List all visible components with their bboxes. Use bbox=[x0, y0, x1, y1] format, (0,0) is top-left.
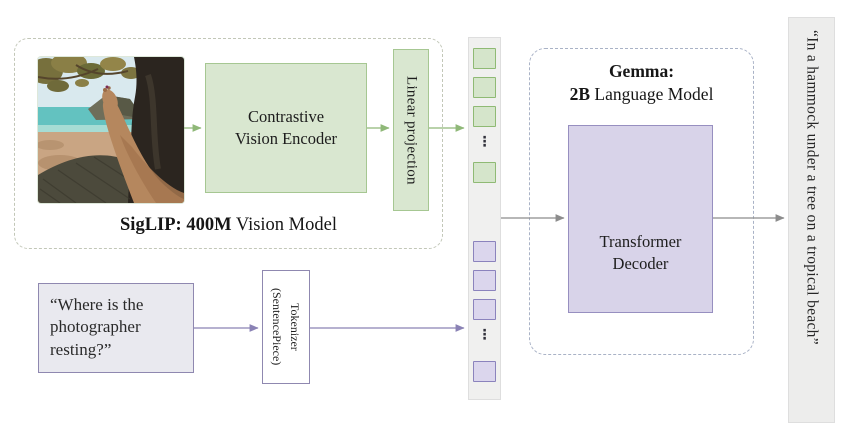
vision-module-container bbox=[14, 38, 443, 249]
output-caption-strip: “In a hammock under a tree on a tropical… bbox=[788, 17, 835, 423]
image-token bbox=[473, 77, 496, 98]
image-token bbox=[473, 48, 496, 69]
tokenizer-box: Tokenizer (SentencePiece) bbox=[262, 270, 310, 384]
language-module-container bbox=[529, 48, 754, 355]
input-question-box: “Where is the photographer resting?” bbox=[38, 283, 194, 373]
question-line1: “Where is the bbox=[50, 295, 144, 314]
beach-hammock-photo bbox=[38, 57, 184, 203]
encoder-label-line2: Vision Encoder bbox=[234, 129, 338, 148]
input-image-beach-hammock bbox=[38, 57, 184, 203]
tokenizer-label-line2: (SentencePiece) bbox=[270, 288, 284, 366]
text-token bbox=[473, 270, 496, 291]
decoder-label-line1: Transformer bbox=[599, 231, 682, 251]
question-line3: resting?” bbox=[50, 339, 112, 359]
image-tokens-ellipsis: ⋮ bbox=[477, 134, 492, 150]
siglip-caption-regular: Vision Model bbox=[231, 215, 337, 235]
encoder-label-line1: Contrastive bbox=[247, 107, 325, 127]
siglip-caption: SigLIP: 400M Vision Model bbox=[14, 215, 443, 236]
tokenizer-label-line1: Tokenizer bbox=[288, 303, 302, 351]
text-token bbox=[473, 299, 496, 320]
text-tokens-ellipsis: ⋮ bbox=[477, 327, 492, 343]
token-sequence-column: ⋮ ⋮ bbox=[468, 37, 501, 400]
image-token bbox=[473, 162, 496, 183]
gemma-title-line2-regular: Language Model bbox=[590, 84, 714, 105]
gemma-title-line2-bold: 2B bbox=[569, 84, 590, 105]
linear-projection-box: Linear projection bbox=[393, 49, 429, 211]
siglip-caption-bold: SigLIP: 400M bbox=[120, 215, 232, 235]
decoder-label-line2: Decoder bbox=[612, 254, 669, 273]
output-caption: “In a hammock under a tree on a tropical… bbox=[803, 30, 821, 345]
question-line2: photographer bbox=[50, 317, 141, 337]
transformer-decoder-box: Transformer Decoder bbox=[568, 125, 713, 313]
image-token bbox=[473, 106, 496, 127]
gemma-title-line1: Gemma: bbox=[608, 61, 675, 81]
text-token bbox=[473, 361, 496, 382]
contrastive-vision-encoder-box: Contrastive Vision Encoder bbox=[205, 63, 367, 193]
gemma-title: Gemma: 2B Language Model bbox=[529, 60, 754, 106]
linear-projection-label: Linear projection bbox=[403, 75, 420, 185]
text-token bbox=[473, 241, 496, 262]
